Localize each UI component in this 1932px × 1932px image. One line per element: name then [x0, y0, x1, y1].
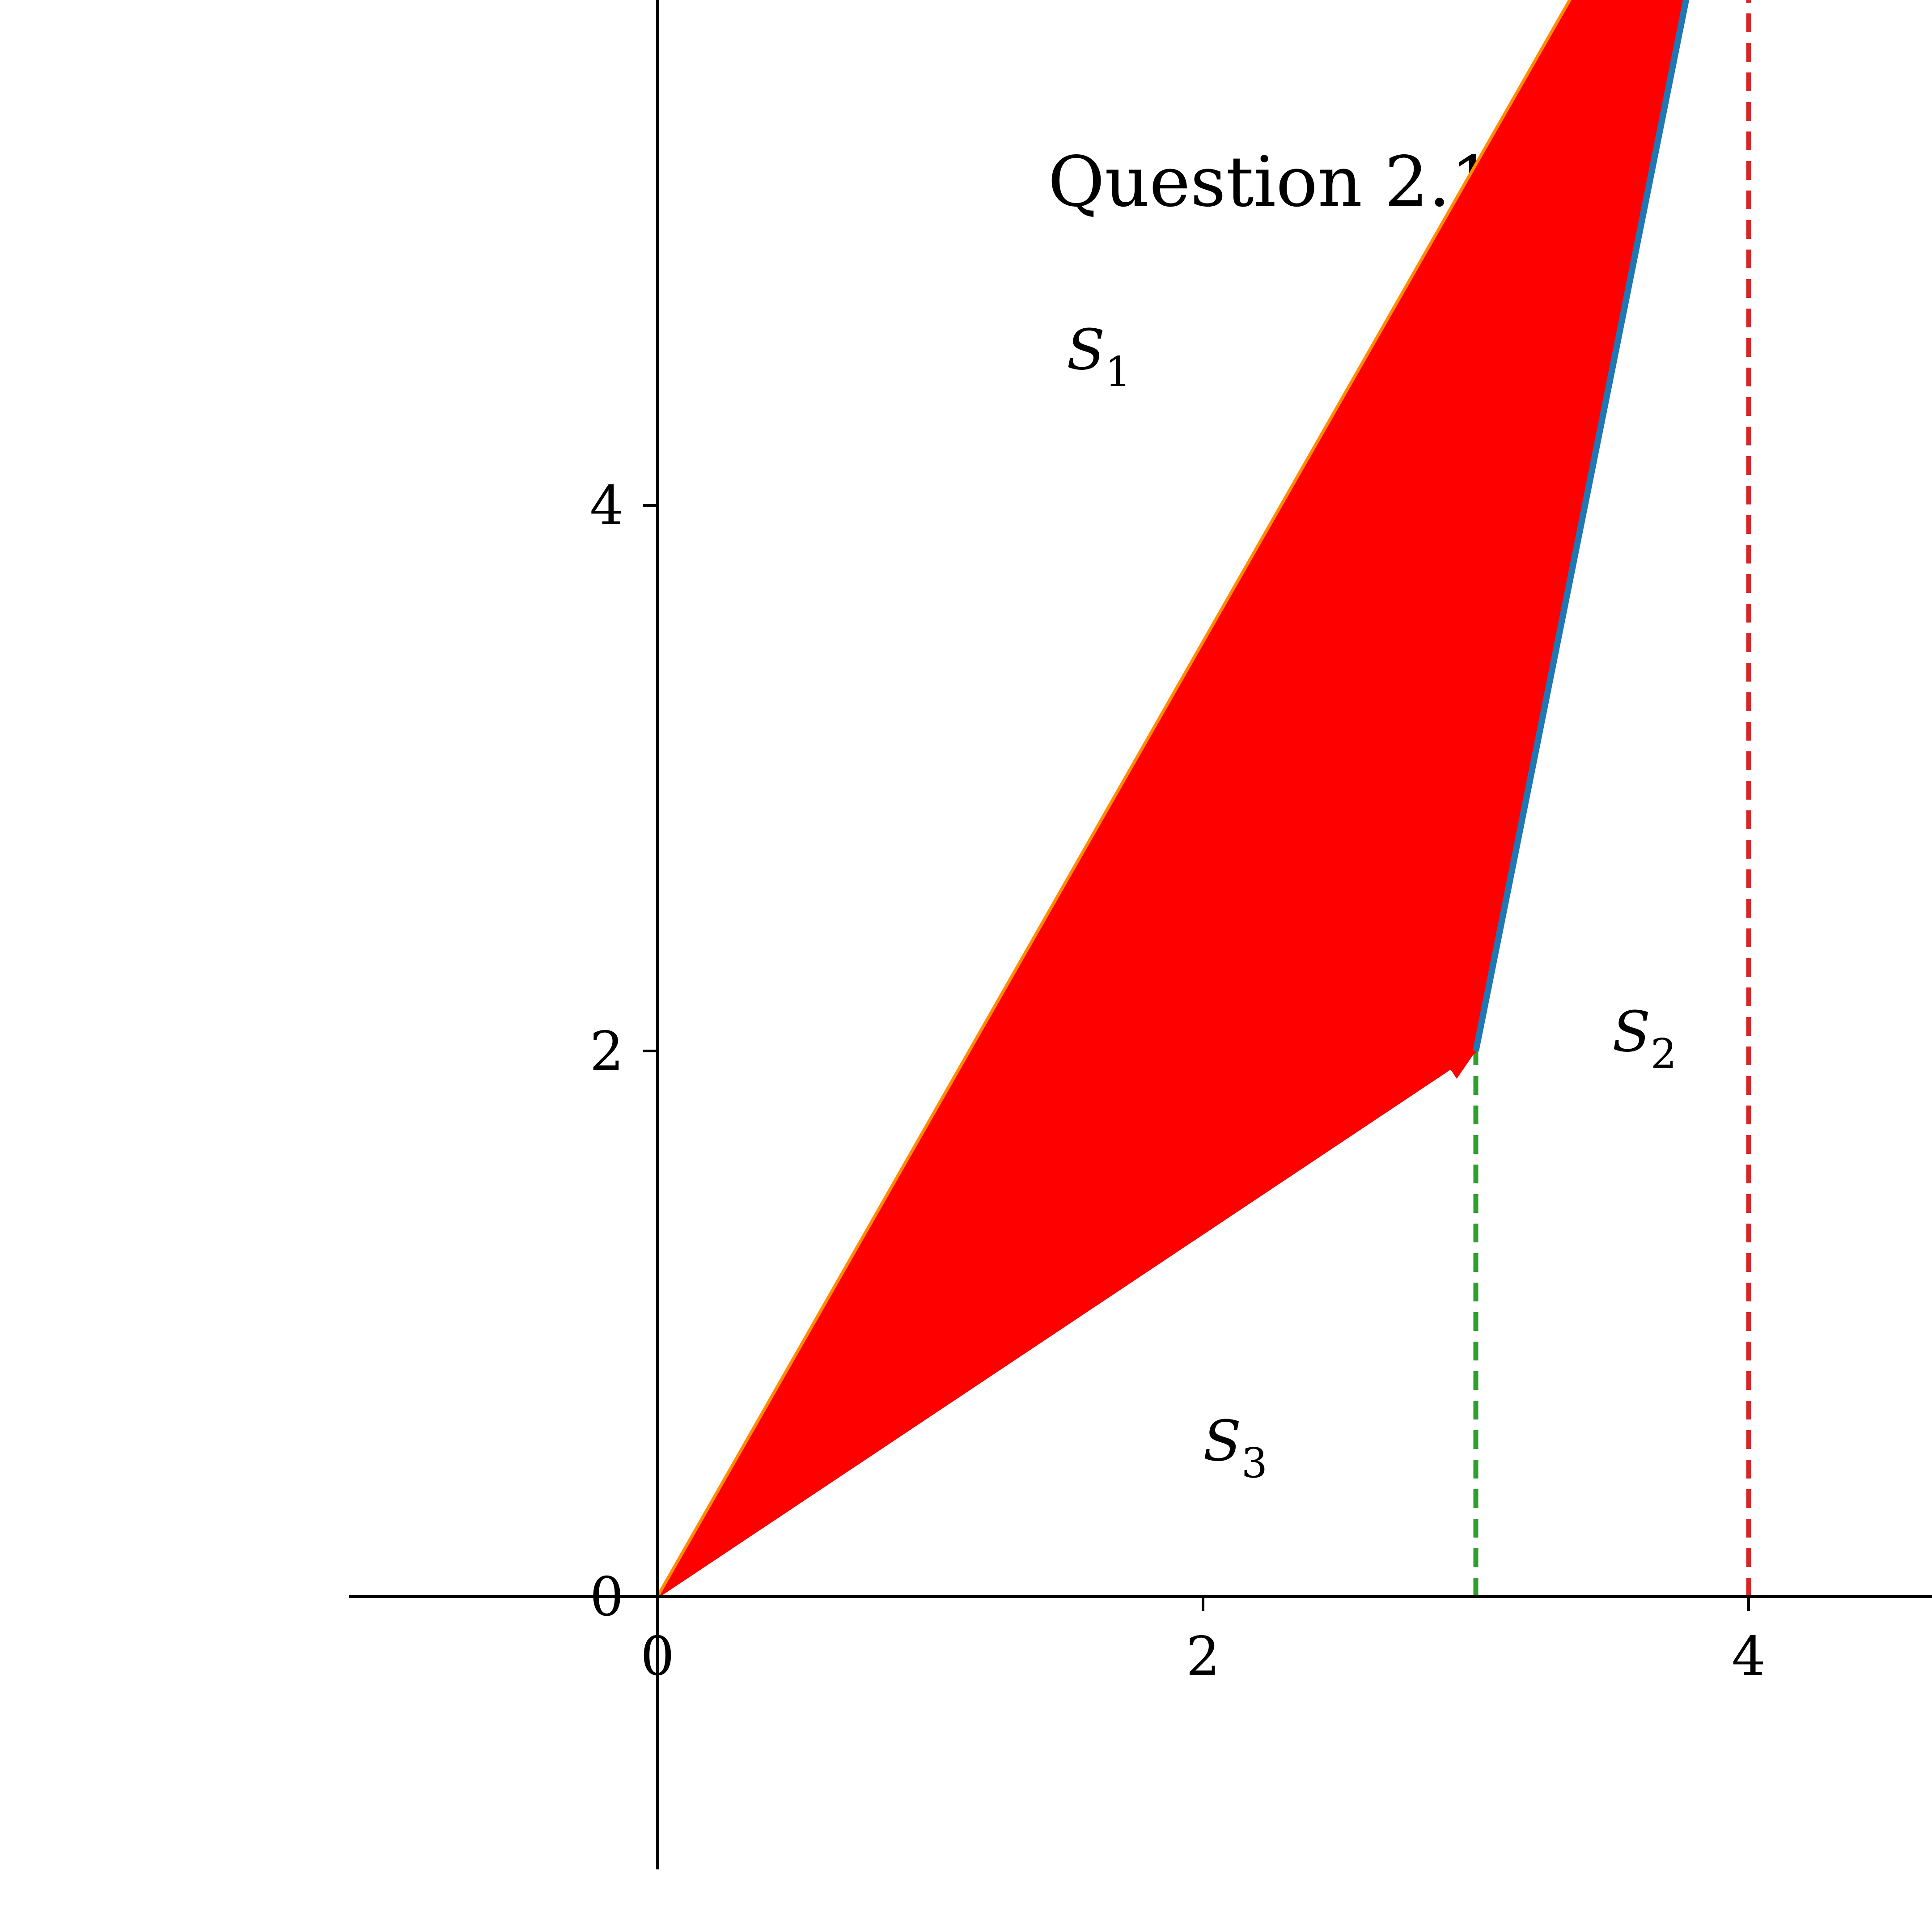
region-label-s1: S1: [1067, 318, 1131, 396]
vector-origin-to-3-2-arrowhead: [1443, 1051, 1476, 1079]
axes-layer: 02460246810: [349, 0, 1932, 1869]
region-label-s3: S3: [1203, 1409, 1267, 1487]
segment-3-2-to-4-7: [1473, 0, 1690, 1052]
y-tick-label: 2: [590, 1021, 624, 1083]
region-label-s2: S2: [1612, 1000, 1677, 1078]
vector-origin-to-4-7: [656, 0, 1572, 1597]
y-tick-label: 4: [590, 475, 624, 537]
filled-region: [657, 0, 1686, 1597]
x-tick-label: 4: [1732, 1626, 1766, 1688]
x-tick-label: 2: [1186, 1626, 1220, 1688]
chart-title: Question 2.1: [1048, 141, 1495, 222]
vector-origin-to-3-2: [657, 1050, 1477, 1598]
fill-layer: [657, 0, 1686, 1597]
vector-layer: [656, 0, 1690, 1598]
guide-layer: [1473, 0, 1751, 1597]
x-tick-label: 0: [640, 1626, 674, 1688]
y-tick-label: 0: [590, 1566, 624, 1628]
